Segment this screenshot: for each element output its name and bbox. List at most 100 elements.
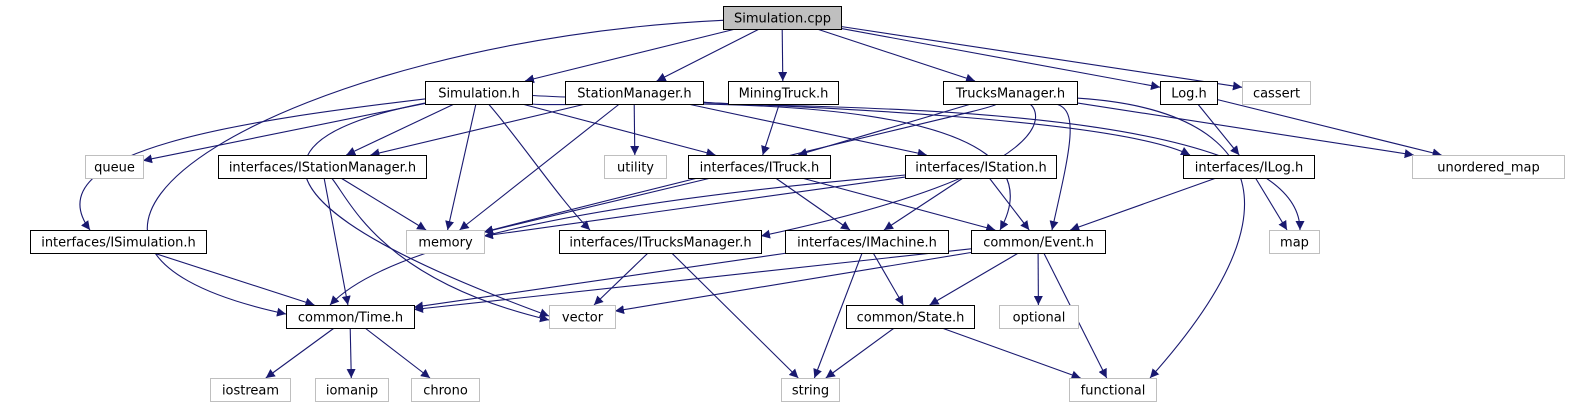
- edge-simulation-cpp-to-miningtruck-h: [778, 28, 788, 82]
- edge-istation-h-to-event-h: [988, 177, 1030, 231]
- edge-layer: [79, 19, 1442, 380]
- node-box: [604, 155, 667, 179]
- edge-istationmanager-h-to-vector: [331, 177, 550, 323]
- node-box: [1242, 81, 1311, 105]
- node-miningtruck-h[interactable]: MiningTruck.h: [728, 81, 839, 105]
- node-label: functional: [1081, 384, 1146, 399]
- edge-event-h-to-state-h: [929, 252, 1019, 306]
- node-label: vector: [562, 311, 604, 326]
- node-box: [971, 230, 1106, 254]
- node-box: [943, 81, 1078, 105]
- node-label: iostream: [222, 384, 279, 399]
- node-istationmanager-h[interactable]: interfaces/IStationManager.h: [218, 155, 427, 179]
- edge-simulation-cpp-to-stationmanager-h: [656, 28, 760, 82]
- node-label: StationManager.h: [577, 87, 691, 102]
- node-label: interfaces/IStation.h: [915, 161, 1047, 176]
- node-itruck-h[interactable]: interfaces/ITruck.h: [688, 155, 831, 179]
- node-state-h[interactable]: common/State.h: [846, 305, 975, 329]
- node-label: iomanip: [326, 384, 378, 399]
- edge-isimulation-h-to-time-h: [153, 252, 315, 307]
- edge-trucksmanager-h-to-itrucksmanager-h: [760, 103, 1037, 239]
- edge-imachine-h-to-time-h: [413, 252, 788, 311]
- node-label: interfaces/IMachine.h: [797, 236, 937, 251]
- edge-itrucksmanager-h-to-string: [671, 252, 799, 379]
- node-box: [905, 155, 1057, 179]
- node-ilog-h[interactable]: interfaces/ILog.h: [1183, 155, 1315, 179]
- edge-istation-h-to-memory: [483, 176, 906, 240]
- node-label: interfaces/ILog.h: [1195, 161, 1304, 176]
- edge-stationmanager-h-to-memory: [459, 103, 620, 231]
- edge-log-h-to-unordered-map: [1216, 98, 1442, 158]
- edge-simulation-cpp-to-trucksmanager-h: [816, 28, 976, 83]
- node-istation-h[interactable]: interfaces/IStation.h: [905, 155, 1057, 179]
- node-box: [1183, 155, 1315, 179]
- edge-miningtruck-h-to-itruck-h: [761, 103, 780, 156]
- node-iomanip: iomanip: [315, 378, 389, 402]
- node-chrono: chrono: [411, 378, 480, 402]
- node-isimulation-h[interactable]: interfaces/ISimulation.h: [30, 230, 207, 254]
- node-label: Simulation.cpp: [734, 12, 831, 27]
- node-simulation-cpp[interactable]: Simulation.cpp: [723, 6, 842, 30]
- node-memory: memory: [406, 230, 485, 254]
- node-label: interfaces/ITrucksManager.h: [569, 236, 751, 251]
- node-label: utility: [617, 161, 654, 176]
- edge-event-h-to-vector: [614, 251, 972, 315]
- edge-imachine-h-to-string: [813, 252, 863, 379]
- node-functional: functional: [1069, 378, 1157, 402]
- edge-istation-h-to-time-h: [329, 174, 906, 306]
- node-label: string: [792, 384, 829, 399]
- node-label: interfaces/IStationManager.h: [229, 161, 416, 176]
- node-box: [999, 305, 1079, 329]
- node-box: [315, 378, 389, 402]
- node-vector: vector: [549, 305, 616, 329]
- node-label: memory: [418, 236, 473, 251]
- node-trucksmanager-h[interactable]: TrucksManager.h: [943, 81, 1078, 105]
- edge-state-h-to-string: [825, 327, 895, 379]
- node-label: optional: [1013, 311, 1066, 326]
- edge-time-h-to-iostream: [265, 327, 335, 379]
- node-box: [723, 6, 842, 30]
- node-imachine-h[interactable]: interfaces/IMachine.h: [785, 230, 949, 254]
- node-box: [1160, 81, 1218, 105]
- edge-log-h-to-ilog-h: [1197, 103, 1240, 156]
- node-label: interfaces/ISimulation.h: [41, 236, 196, 251]
- node-label: cassert: [1253, 87, 1300, 102]
- node-stationmanager-h[interactable]: StationManager.h: [565, 81, 704, 105]
- edge-ilog-h-to-map: [1255, 177, 1288, 231]
- node-box: [549, 305, 616, 329]
- edge-itrucksmanager-h-to-vector: [593, 252, 649, 306]
- edge-event-h-to-time-h: [413, 248, 972, 313]
- edge-simulation-h-to-vector: [304, 102, 550, 318]
- node-log-h[interactable]: Log.h: [1160, 81, 1218, 105]
- node-itrucksmanager-h[interactable]: interfaces/ITrucksManager.h: [559, 230, 762, 254]
- node-label: Log.h: [1171, 87, 1207, 102]
- edge-simulation-cpp-to-time-h: [146, 19, 724, 317]
- edge-trucksmanager-h-to-unordered-map: [1076, 102, 1414, 159]
- node-box: [688, 155, 831, 179]
- node-label: common/Time.h: [298, 311, 403, 326]
- node-queue: queue: [85, 155, 144, 179]
- node-label: chrono: [423, 384, 468, 399]
- edge-simulation-h-to-itrucksmanager-h: [488, 103, 591, 231]
- node-box: [781, 378, 840, 402]
- node-string: string: [781, 378, 840, 402]
- node-event-h[interactable]: common/Event.h: [971, 230, 1106, 254]
- node-box: [1269, 230, 1320, 254]
- edge-trucksmanager-h-to-event-h: [1049, 103, 1071, 231]
- node-box: [30, 230, 207, 254]
- node-time-h[interactable]: common/Time.h: [286, 305, 415, 329]
- node-box: [286, 305, 415, 329]
- node-box: [565, 81, 704, 105]
- node-label: map: [1280, 236, 1309, 251]
- node-box: [728, 81, 839, 105]
- edge-stationmanager-h-to-istationmanager-h: [370, 103, 586, 158]
- node-box: [846, 305, 975, 329]
- edge-stationmanager-h-to-istation-h: [687, 103, 927, 158]
- edge-imachine-h-to-state-h: [872, 252, 904, 306]
- node-label: Simulation.h: [438, 87, 520, 102]
- edge-simulation-h-to-isimulation-h: [79, 98, 426, 231]
- edge-istationmanager-h-to-time-h: [323, 177, 351, 306]
- node-simulation-h[interactable]: Simulation.h: [425, 81, 533, 105]
